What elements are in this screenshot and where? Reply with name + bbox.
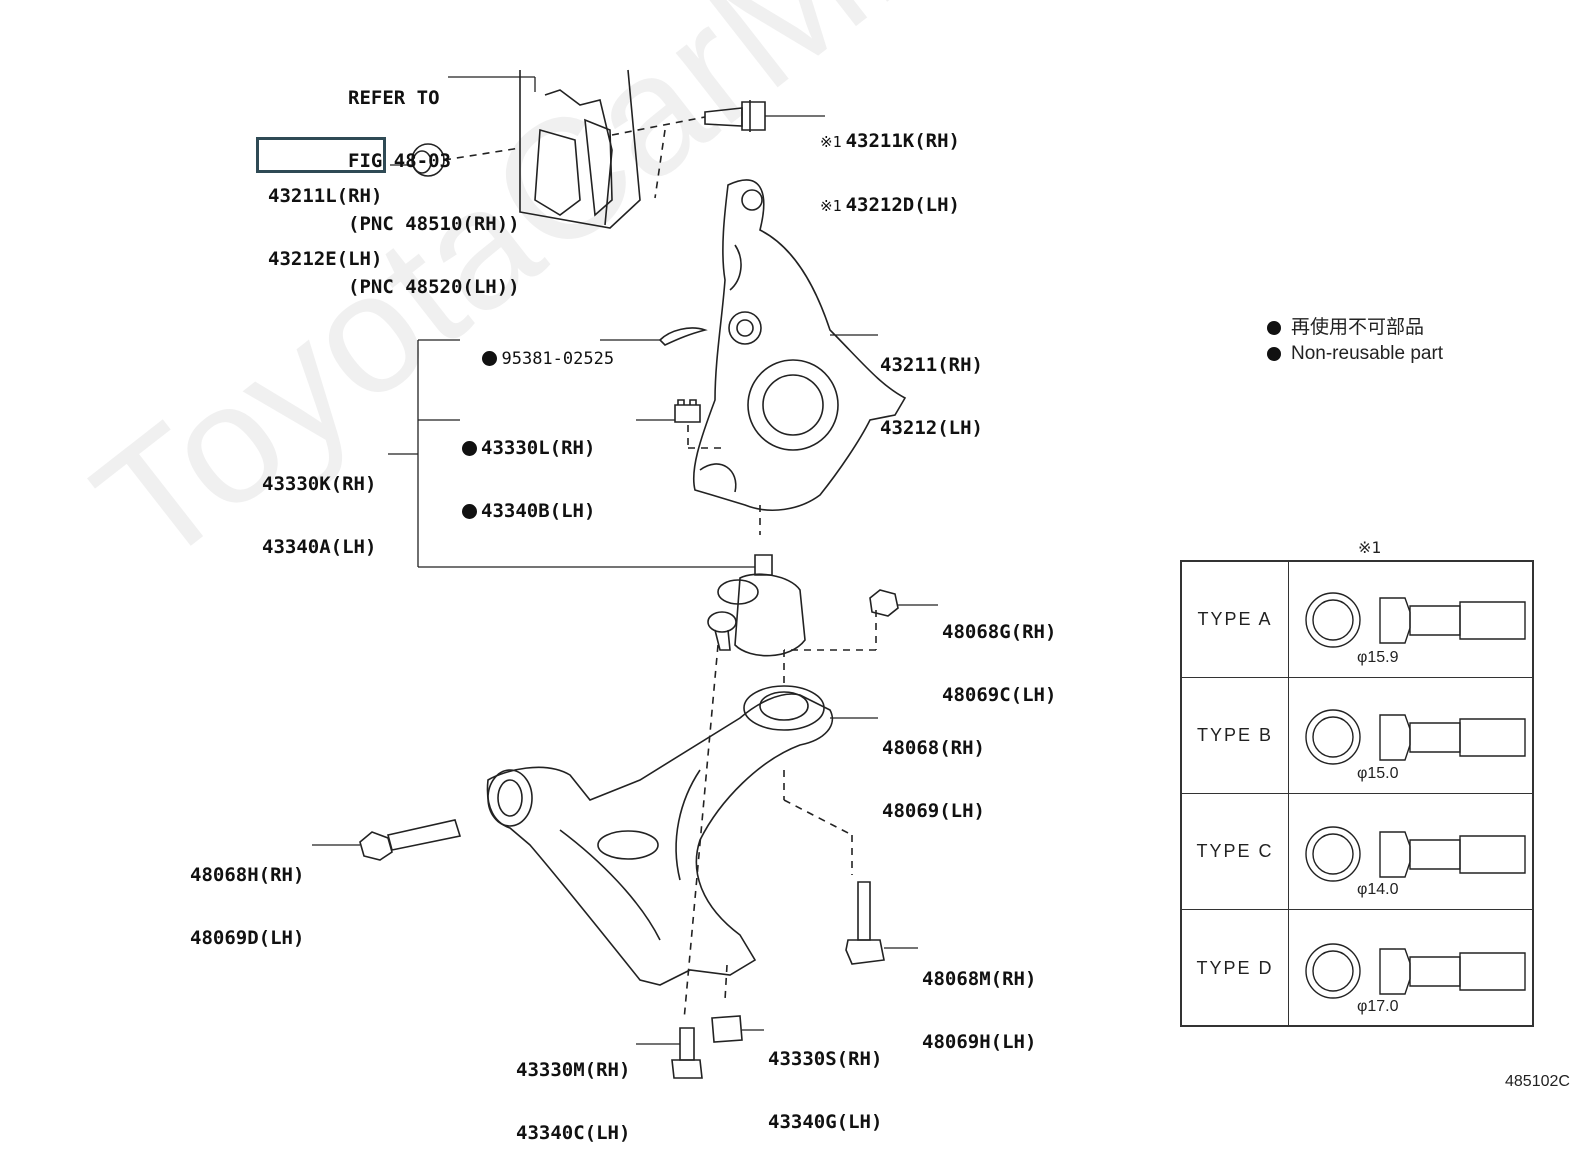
type-table-drawings xyxy=(1305,592,1526,999)
type-row: TYPE A φ15.9 xyxy=(1182,562,1532,678)
label-43340B-lh[interactable]: 43340B(LH) xyxy=(481,500,596,522)
cotter-pin xyxy=(658,327,708,346)
note-mark-2: ※1 xyxy=(820,197,842,215)
strut-bracket xyxy=(519,69,641,229)
label-43330M-rh[interactable]: 43330M(RH) xyxy=(516,1059,631,1081)
legend-row-en: Non-reusable part xyxy=(1267,341,1443,367)
legend-row-jp: 再使用不可部品 xyxy=(1267,315,1443,341)
label-48068M-rh[interactable]: 48068M(RH) xyxy=(922,968,1037,990)
refer-line-4: (PNC 48520(LH)) xyxy=(348,276,520,298)
label-48069C-lh[interactable]: 48069C(LH) xyxy=(942,684,1057,706)
label-95381[interactable]: 95381-02525 xyxy=(462,328,614,370)
refer-line-3: (PNC 48510(RH)) xyxy=(348,213,520,235)
label-48069-lh[interactable]: 48069(LH) xyxy=(882,800,985,822)
lower-nut xyxy=(711,1015,743,1043)
label-48068[interactable]: 48068(RH) 48069(LH) xyxy=(882,696,985,843)
label-43212-lh[interactable]: 43212(LH) xyxy=(880,417,983,439)
rear-bolt xyxy=(845,881,885,965)
legend-text-en: Non-reusable part xyxy=(1291,343,1444,364)
label-48068-rh[interactable]: 48068(RH) xyxy=(882,737,985,759)
lower-arm xyxy=(486,685,834,986)
label-48068G[interactable]: 48068G(RH) 48069C(LH) xyxy=(942,580,1056,727)
label-43340A-lh[interactable]: 43340A(LH) xyxy=(262,536,377,558)
non-reusable-dot-icon xyxy=(462,441,477,456)
non-reusable-dot-icon xyxy=(482,351,498,366)
label-48068M[interactable]: 48068M(RH) 48069H(LH) xyxy=(922,927,1036,1074)
label-95381-02525[interactable]: 95381-02525 xyxy=(501,349,615,369)
front-bolt xyxy=(359,819,462,861)
label-48068G-rh[interactable]: 48068G(RH) xyxy=(942,621,1057,643)
figure-id: 485102C xyxy=(1505,1073,1570,1090)
label-48069D-lh[interactable]: 48069D(LH) xyxy=(190,927,305,949)
label-43340C-lh[interactable]: 43340C(LH) xyxy=(516,1122,631,1144)
ball-joint xyxy=(707,554,806,657)
legend: 再使用不可部品 Non-reusable part xyxy=(1267,315,1443,367)
bolt-type-table: TYPE A φ15.9 TYPE B φ15.0 TYPE C φ14.0 T… xyxy=(1180,560,1534,1027)
label-43211L-rh[interactable]: 43211L(RH) xyxy=(268,185,383,207)
non-reusable-dot-icon xyxy=(462,504,477,519)
label-43212E-lh[interactable]: 43212E(LH) xyxy=(268,248,383,270)
lower-bolt xyxy=(671,1027,703,1079)
label-43330M[interactable]: 43330M(RH) 43340C(LH) xyxy=(516,1018,630,1165)
label-43211-rh[interactable]: 43211(RH) xyxy=(880,354,983,376)
castle-nut xyxy=(674,399,701,423)
label-48069H-lh[interactable]: 48069H(LH) xyxy=(922,1031,1037,1053)
refer-note: REFER TO FIG 48-03 (PNC 48510(RH)) (PNC … xyxy=(348,46,520,319)
label-43211L[interactable]: 43211L(RH) 43212E(LH) xyxy=(268,144,382,291)
type-name: TYPE D xyxy=(1182,910,1289,1026)
non-reusable-dot-icon xyxy=(1267,321,1281,335)
type-row: TYPE B φ15.0 xyxy=(1182,678,1532,794)
lock-nut xyxy=(869,589,899,617)
label-48068H[interactable]: 48068H(RH) 48069D(LH) xyxy=(190,823,304,970)
label-43330L-rh[interactable]: 43330L(RH) xyxy=(481,437,596,459)
label-43340G-lh[interactable]: 43340G(LH) xyxy=(768,1111,883,1133)
type-diameter: φ15.9 xyxy=(1357,649,1399,666)
label-43330S-rh[interactable]: 43330S(RH) xyxy=(768,1048,883,1070)
steering-knuckle xyxy=(692,179,907,511)
refer-line-2: FIG 48-03 xyxy=(348,150,451,172)
non-reusable-dot-icon xyxy=(1267,347,1281,361)
legend-text-jp: 再使用不可部品 xyxy=(1291,317,1425,338)
label-43212D-lh[interactable]: 43212D(LH) xyxy=(845,194,960,216)
label-43211K-rh[interactable]: 43211K(RH) xyxy=(845,130,960,152)
type-diameter: φ17.0 xyxy=(1357,998,1399,1015)
label-43211[interactable]: 43211(RH) 43212(LH) xyxy=(880,313,983,460)
note-mark-1: ※1 xyxy=(820,133,842,151)
type-name: TYPE B xyxy=(1182,678,1289,793)
selected-part-highlight[interactable] xyxy=(256,137,386,173)
parts-diagram-drawing xyxy=(312,69,1526,1079)
upper-bolt xyxy=(704,100,766,132)
type-name: TYPE C xyxy=(1182,794,1289,909)
type-diameter: φ15.0 xyxy=(1357,765,1399,782)
label-43330K-rh[interactable]: 43330K(RH) xyxy=(262,473,377,495)
label-43330L[interactable]: 43330L(RH) 43340B(LH) xyxy=(462,396,595,543)
label-48068H-rh[interactable]: 48068H(RH) xyxy=(190,864,305,886)
label-43330K[interactable]: 43330K(RH) 43340A(LH) xyxy=(262,432,376,579)
type-row: TYPE C φ14.0 xyxy=(1182,794,1532,910)
label-43330S[interactable]: 43330S(RH) 43340G(LH) xyxy=(768,1007,882,1154)
type-diameter: φ14.0 xyxy=(1357,881,1399,898)
type-table-note: ※1 xyxy=(1358,538,1382,557)
type-row: TYPE D φ17.0 xyxy=(1182,910,1532,1026)
refer-line-1: REFER TO xyxy=(348,87,440,109)
type-name: TYPE A xyxy=(1182,562,1289,677)
